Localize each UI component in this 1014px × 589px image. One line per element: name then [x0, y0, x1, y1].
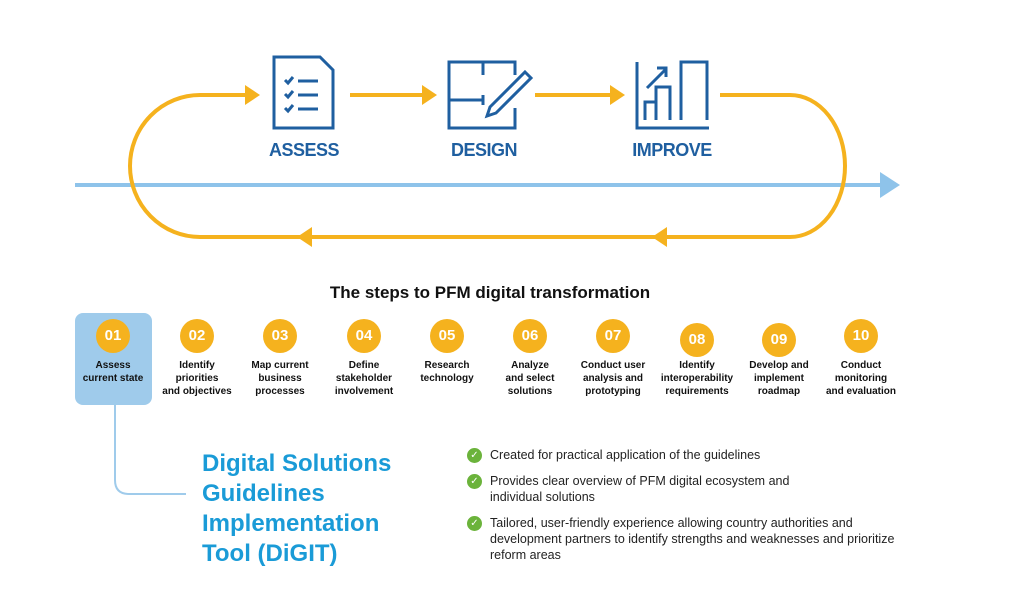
phase-design-label: DESIGN: [450, 140, 518, 160]
check-icon: ✓: [467, 474, 482, 489]
step-label: Identify interoperability requirements: [660, 360, 734, 397]
steps-title: The steps to PFM digital transformation: [329, 283, 651, 302]
feature-item: ✓ Tailored, user-friendly experience allo…: [467, 515, 907, 563]
step-number-badge: 01: [96, 319, 130, 353]
step-number-badge: 09: [762, 323, 796, 357]
cycle-loop: [128, 93, 847, 239]
checklist-icon: [272, 55, 335, 130]
step-label: Assess current state: [82, 360, 144, 384]
step-number-badge: 07: [596, 319, 630, 353]
arrowhead-right: [245, 85, 260, 105]
step-label: Map current business processes: [251, 360, 309, 397]
step-label: Define stakeholder involvement: [334, 360, 394, 397]
step-number-badge: 02: [180, 319, 214, 353]
step-label: Analyze and select solutions: [505, 360, 555, 397]
step-number-badge: 03: [263, 319, 297, 353]
check-icon: ✓: [467, 448, 482, 463]
arrowhead-left: [297, 227, 312, 247]
timeline-arrowhead: [880, 172, 900, 198]
step-number-badge: 10: [844, 319, 878, 353]
feature-text: Provides clear overview of PFM digital e…: [490, 474, 790, 504]
feature-text: Created for practical application of the…: [490, 448, 761, 462]
arrowhead-left: [652, 227, 667, 247]
feature-item: ✓ Created for practical application of th…: [467, 447, 907, 463]
cycle-diagram: [75, 55, 900, 247]
step-number-badge: 08: [680, 323, 714, 357]
feature-list: ✓ Created for practical application of th…: [467, 447, 907, 573]
step-label: Identify priorities and objectives: [162, 360, 232, 397]
feature-item: ✓ Provides clear overview of PFM digital …: [467, 473, 907, 505]
feature-text: Tailored, user-friendly experience allow…: [490, 516, 895, 562]
phase-assess-label: ASSESS: [268, 140, 340, 160]
step-number-badge: 04: [347, 319, 381, 353]
step-label: Conduct monitoring and evaluation: [825, 360, 896, 397]
check-icon: ✓: [467, 516, 482, 531]
blueprint-pencil-icon: [447, 60, 534, 130]
phase-improve-label: IMPROVE: [632, 140, 712, 160]
step-label: Develop and implement roadmap: [749, 360, 809, 397]
arrowhead-right: [610, 85, 625, 105]
step-number-badge: 06: [513, 319, 547, 353]
connector-line: [114, 405, 186, 495]
tool-name: Digital Solutions Guidelines Implementat…: [202, 450, 392, 567]
step-label: Research technology: [420, 360, 474, 384]
growth-chart-icon: [635, 60, 709, 130]
step-number-badge: 05: [430, 319, 464, 353]
arrowhead-right: [422, 85, 437, 105]
step-label: Conduct user analysis and prototyping: [580, 360, 646, 397]
